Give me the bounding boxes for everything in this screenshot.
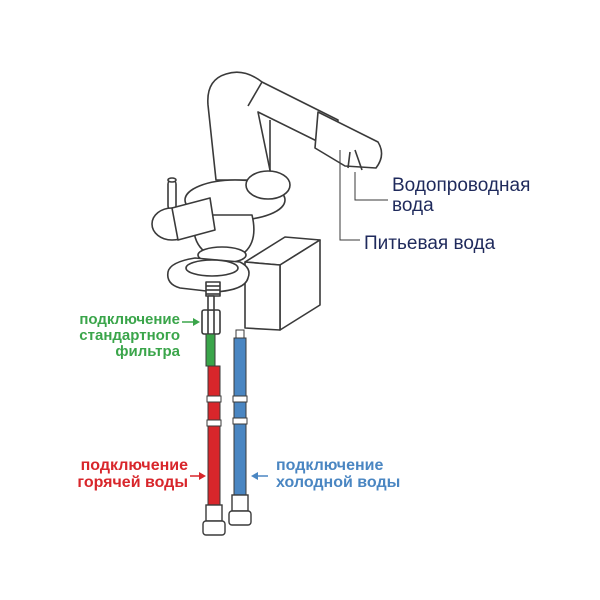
lever-handle — [151, 177, 216, 241]
tap-water-label-line1: Водопроводная — [392, 175, 531, 196]
mounting-base — [166, 257, 250, 297]
filter-label-line2: стандартного — [79, 326, 180, 344]
cold-label-line2: холодной воды — [276, 473, 401, 491]
hot-water-hose — [202, 365, 226, 536]
tap-water-label-line2: вода — [392, 194, 434, 216]
filter-label-line1: подключение — [79, 311, 180, 328]
cold-arrow — [251, 472, 268, 480]
tap-water-label: Водопроводная вода — [392, 176, 530, 216]
hot-arrow — [190, 472, 206, 480]
hot-water-connection-label: подключение горячей воды — [77, 457, 188, 492]
leader-lines — [339, 150, 388, 241]
green-filter-hose — [205, 333, 216, 367]
cold-water-hose — [228, 329, 252, 526]
filter-arrow — [182, 318, 200, 326]
cold-water-connection-label: подключение холодной воды — [276, 457, 401, 492]
filter-label-line3: фильтра — [115, 342, 180, 360]
filter-nut — [201, 295, 221, 335]
hot-label-line1: подключение — [80, 457, 188, 474]
hot-label-line2: горячей воды — [77, 473, 188, 491]
filter-connection-label: подключение стандартного фильтра — [79, 312, 180, 359]
cold-label-line1: подключение — [276, 457, 384, 474]
spout — [207, 71, 383, 181]
filter-box — [244, 236, 321, 331]
drinking-water-label: Питьевая вода — [364, 233, 496, 254]
